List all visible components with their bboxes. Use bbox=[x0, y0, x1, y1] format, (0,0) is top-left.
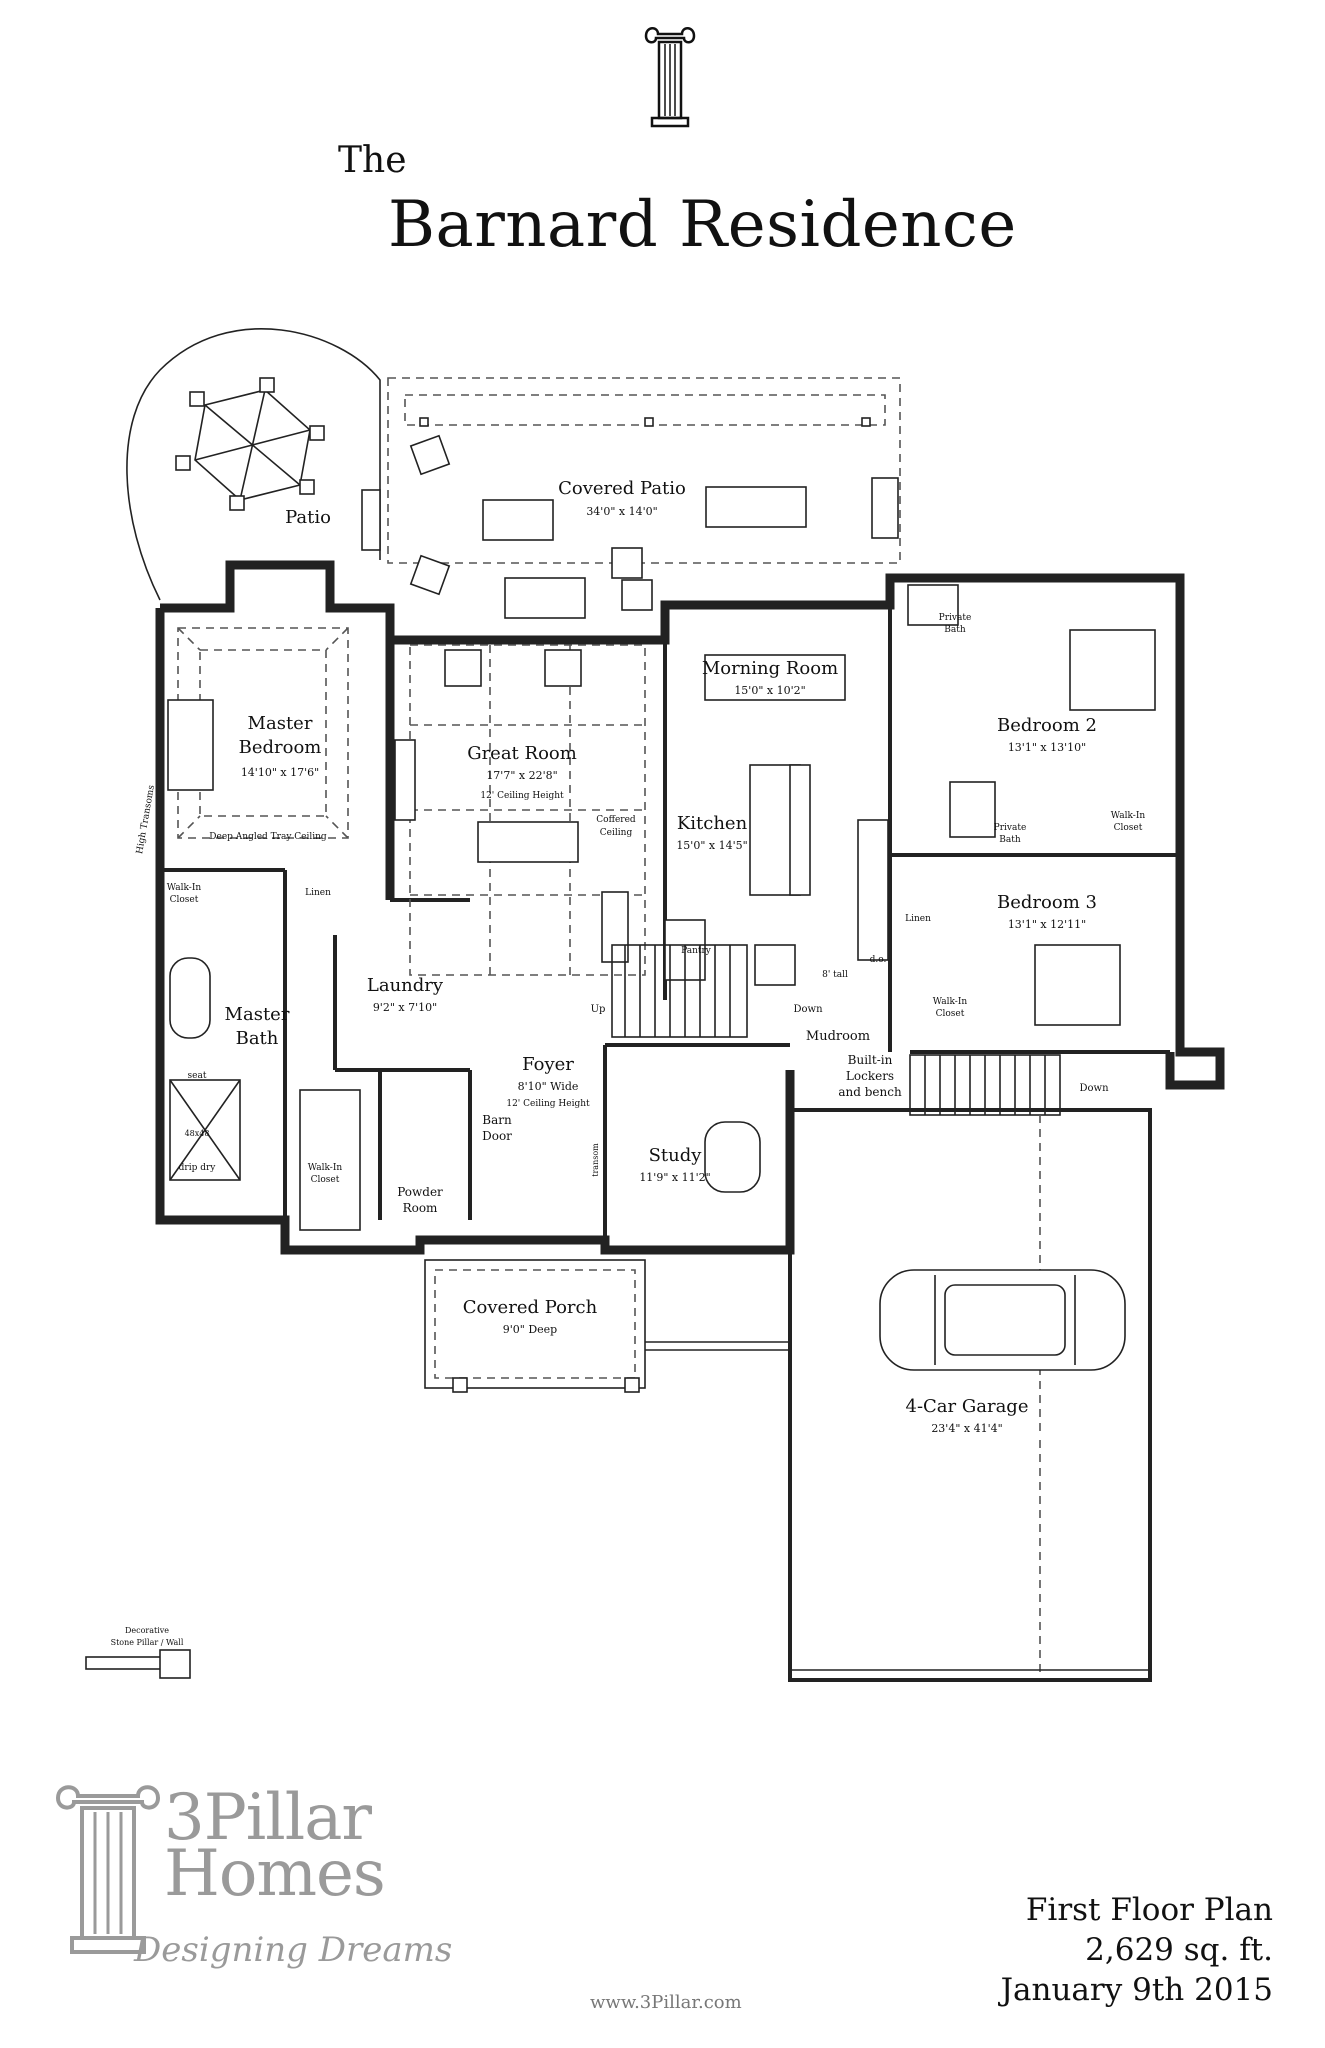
logo-name-line1: 3Pillar bbox=[164, 1781, 372, 1855]
walk-in-closet-3-label-1: Walk-In bbox=[1111, 811, 1146, 821]
eight-tall-label: 8' tall bbox=[822, 970, 848, 980]
patio-label: Patio bbox=[285, 507, 331, 528]
garage-stairs bbox=[909, 1054, 1061, 1116]
study-label: Study bbox=[649, 1145, 703, 1166]
garage-label: 4-Car Garage bbox=[906, 1396, 1029, 1417]
exterior-wall bbox=[160, 560, 1225, 1090]
private-bath-2-label-2: Bath bbox=[999, 835, 1021, 845]
morning-room-size: 15'0" x 10'2" bbox=[734, 684, 805, 697]
patio-outline bbox=[126, 328, 381, 601]
great-room-label: Great Room bbox=[467, 743, 577, 764]
laundry-label: Laundry bbox=[367, 975, 444, 996]
foyer-note: 12' Ceiling Height bbox=[506, 1099, 590, 1109]
door-opening-label: d.o. bbox=[870, 955, 887, 965]
covered-porch-label: Covered Porch bbox=[463, 1297, 598, 1318]
mudroom-note-3: and bench bbox=[838, 1085, 902, 1099]
powder-room-label-2: Room bbox=[403, 1201, 438, 1215]
coffered-ceiling-label-1: Coffered bbox=[596, 815, 636, 825]
walk-in-closet-label-2: Closet bbox=[170, 895, 199, 905]
garage-stairs-down-label: Down bbox=[1079, 1083, 1109, 1094]
master-bedroom-note: Deep Angled Tray Ceiling bbox=[209, 832, 327, 842]
walk-in-closet-3-label-2: Closet bbox=[1114, 823, 1143, 833]
master-bedroom-size: 14'10" x 17'6" bbox=[241, 766, 319, 779]
barn-door-label-2: Door bbox=[482, 1129, 512, 1143]
study-size: 11'9" x 11'2" bbox=[639, 1171, 710, 1184]
logo-name-line2: Homes bbox=[164, 1837, 386, 1911]
logo-tagline: Designing Dreams bbox=[134, 1930, 453, 1970]
stairs-down-label: Down bbox=[793, 1004, 823, 1015]
walk-in-closet-4-label-1: Walk-In bbox=[933, 997, 968, 1007]
pillar-logo-top bbox=[644, 27, 696, 128]
bedroom3-label: Bedroom 3 bbox=[997, 892, 1097, 913]
stairs bbox=[611, 944, 748, 1038]
mudroom-note-2: Lockers bbox=[846, 1069, 894, 1083]
website-link[interactable]: www.3Pillar.com bbox=[590, 1992, 742, 2013]
master-bedroom-label-2: Bedroom bbox=[239, 737, 322, 758]
private-bath-label-1: Private bbox=[939, 613, 972, 623]
linen-label: Linen bbox=[305, 888, 331, 898]
kitchen-size: 15'0" x 14'5" bbox=[676, 839, 747, 852]
decorative-label-2: Stone Pillar / Wall bbox=[111, 1638, 184, 1647]
decorative-label-1: Decorative bbox=[125, 1626, 169, 1635]
covered-patio-outline bbox=[387, 377, 901, 564]
foyer-size: 8'10" Wide bbox=[518, 1080, 579, 1093]
great-room-note: 12' Ceiling Height bbox=[480, 791, 564, 801]
shower-size-label: 48x48 bbox=[185, 1129, 210, 1138]
walk-in-closet-4-label-2: Closet bbox=[936, 1009, 965, 1019]
pillar-logo-watermark bbox=[55, 1785, 161, 1954]
morning-room-label: Morning Room bbox=[702, 658, 838, 679]
drip-dry-label: drip dry bbox=[179, 1163, 217, 1173]
powder-room-label-1: Powder bbox=[397, 1185, 443, 1199]
car-icon bbox=[879, 1269, 1126, 1371]
bedroom3-size: 13'1" x 12'11" bbox=[1008, 918, 1086, 931]
seat-label: seat bbox=[188, 1071, 207, 1081]
linen-label-2: Linen bbox=[905, 914, 931, 924]
covered-patio-size: 34'0" x 14'0" bbox=[586, 505, 657, 518]
bedroom2-label: Bedroom 2 bbox=[997, 715, 1097, 736]
plan-date: January 9th 2015 bbox=[1000, 1972, 1273, 2008]
coffered-ceiling-label-2: Ceiling bbox=[600, 828, 633, 838]
private-bath-label-2: Bath bbox=[944, 625, 966, 635]
private-bath-2-label-1: Private bbox=[994, 823, 1027, 833]
bedroom2-size: 13'1" x 13'10" bbox=[1008, 741, 1086, 754]
laundry-size: 9'2" x 7'10" bbox=[373, 1001, 437, 1014]
great-room-size: 17'7" x 22'8" bbox=[486, 769, 557, 782]
kitchen-label: Kitchen bbox=[677, 813, 748, 834]
barn-door-label-1: Barn bbox=[482, 1113, 512, 1127]
pantry-label: Pantry bbox=[681, 946, 712, 956]
mudroom-label: Mudroom bbox=[806, 1029, 870, 1044]
master-bath-label-2: Bath bbox=[236, 1028, 279, 1049]
page-title: Barnard Residence bbox=[388, 188, 1017, 262]
gazebo bbox=[175, 377, 325, 511]
walk-in-closet-2-label-1: Walk-In bbox=[308, 1163, 343, 1173]
mudroom-note-1: Built-in bbox=[848, 1053, 893, 1067]
covered-patio-label: Covered Patio bbox=[558, 478, 686, 499]
master-bath-label-1: Master bbox=[225, 1004, 290, 1025]
walk-in-closet-label-1: Walk-In bbox=[167, 883, 202, 893]
foyer-label: Foyer bbox=[522, 1054, 574, 1075]
covered-porch-size: 9'0" Deep bbox=[503, 1323, 557, 1336]
plan-name: First Floor Plan bbox=[1025, 1892, 1273, 1928]
logo-wordmark: 3Pillar Homes bbox=[164, 1781, 386, 1911]
covered-porch-outline bbox=[424, 1259, 646, 1389]
high-transoms-label: High Transoms bbox=[135, 784, 157, 855]
plan-area: 2,629 sq. ft. bbox=[1085, 1932, 1273, 1968]
plan-info: First Floor Plan 2,629 sq. ft. January 9… bbox=[1001, 1890, 1273, 2010]
transom-label: transom bbox=[591, 1143, 600, 1177]
stairs-up-label: Up bbox=[591, 1004, 606, 1015]
title-prefix: The bbox=[338, 140, 407, 181]
garage-outline bbox=[788, 1108, 1152, 1682]
walk-in-closet-2-label-2: Closet bbox=[311, 1175, 340, 1185]
garage-size: 23'4" x 41'4" bbox=[931, 1422, 1002, 1435]
master-bedroom-label-1: Master bbox=[248, 713, 313, 734]
